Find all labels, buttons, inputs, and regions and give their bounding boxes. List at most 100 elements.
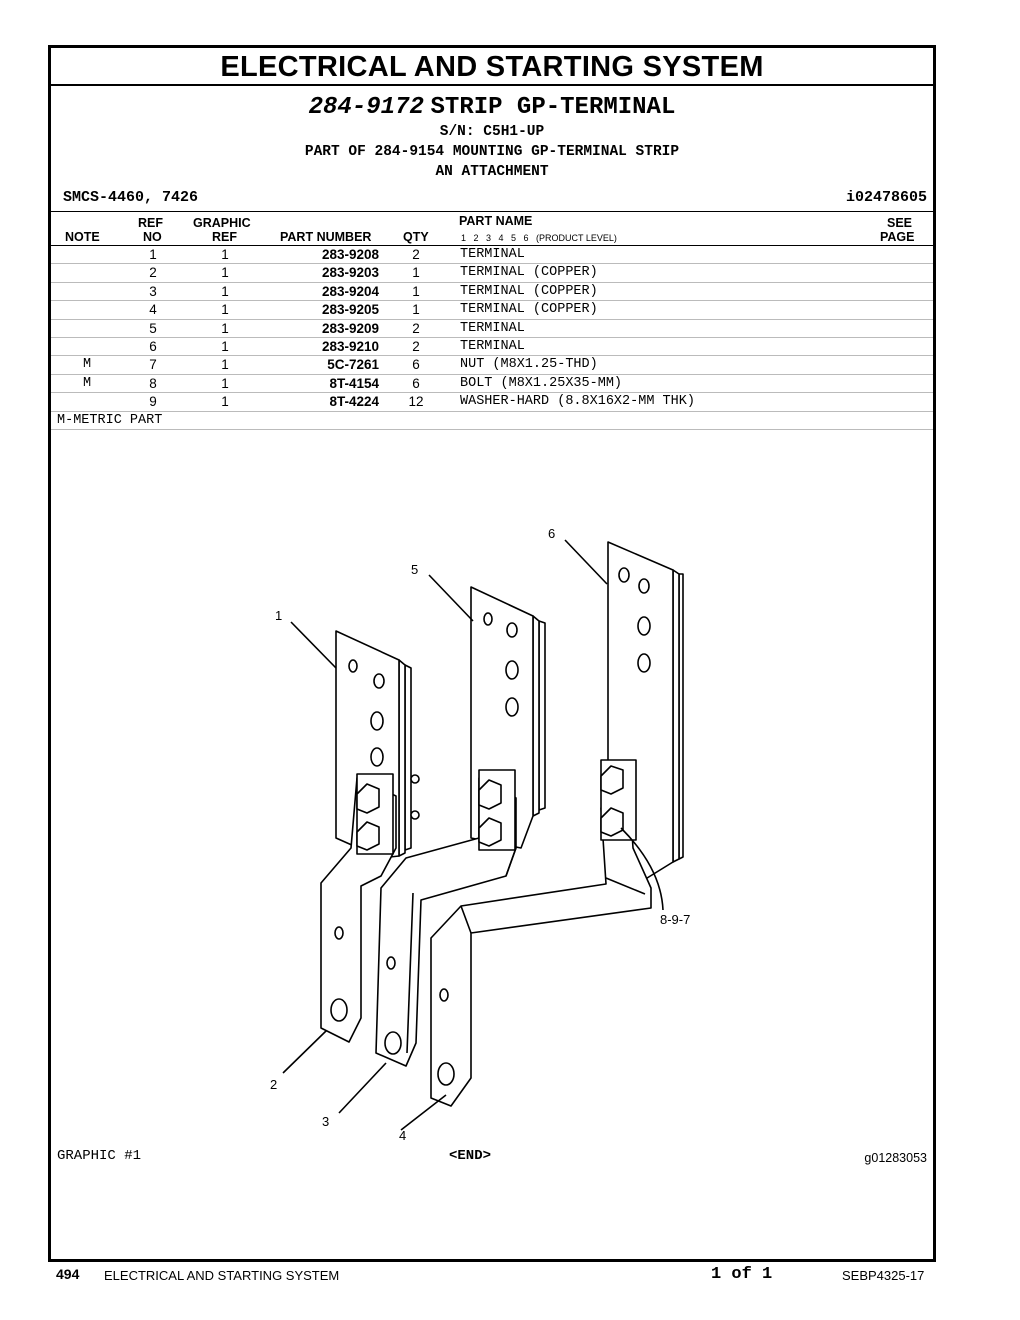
row-divider <box>51 263 933 265</box>
group-heading: 284-9172 STRIP GP-TERMINAL <box>51 92 933 121</box>
cell-part-number: 283-9203 <box>321 265 379 281</box>
row-divider <box>51 281 933 283</box>
cell-part-name: BOLT (M8X1.25X35-MM) <box>460 375 623 391</box>
cell-qty: 6 <box>412 357 420 373</box>
row-divider <box>51 337 933 338</box>
callout-3: 3 <box>322 1114 330 1129</box>
part-of-text: PART OF 284-9154 MOUNTING GP-TERMINAL ST… <box>304 144 680 160</box>
callout-1: 1 <box>275 608 283 623</box>
cell-part-number: 283-9209 <box>321 320 379 336</box>
table-top-rule <box>51 211 933 212</box>
terminal-3 <box>375 769 517 1067</box>
cell-ref-no: 2 <box>149 265 157 281</box>
cell-part-number: 283-9208 <box>321 247 379 262</box>
cell-qty: 6 <box>412 375 420 391</box>
cell-ref-no: 9 <box>149 394 157 410</box>
cell-part-name: TERMINAL <box>460 339 525 354</box>
cell-ref-no: 4 <box>149 302 157 318</box>
callout-5: 5 <box>411 562 419 577</box>
cell-part-number: 283-9204 <box>321 283 379 299</box>
cell-part-name: NUT (M8X1.25-THD) <box>460 357 598 373</box>
col-product-level: 1 2 3 4 5 6 (PRODUCT LEVEL) <box>461 233 617 243</box>
col-graphic-top: GRAPHIC <box>193 216 251 230</box>
page-of: 1 of 1 <box>711 1265 773 1284</box>
row-divider <box>51 429 933 430</box>
cell-graphic-ref: 1 <box>221 357 229 373</box>
cell-qty: 1 <box>412 283 420 299</box>
cell-ref-no: 3 <box>149 283 157 299</box>
cell-graphic-ref: 1 <box>221 394 229 410</box>
cell-ref-no: 5 <box>149 320 157 336</box>
row-divider <box>51 318 933 320</box>
cell-ref-no: 7 <box>149 357 157 373</box>
col-ref-top: REF <box>138 216 163 230</box>
cell-ref-no: 1 <box>149 247 157 262</box>
row-divider <box>51 355 933 357</box>
cell-graphic-ref: 1 <box>221 247 229 262</box>
page-number: 494 <box>56 1266 80 1282</box>
cell-part-name: TERMINAL (COPPER) <box>460 283 598 299</box>
cell-part-number: 283-9210 <box>321 339 379 354</box>
callout-leaders <box>282 539 664 1131</box>
row-divider <box>51 392 933 394</box>
cell-qty: 2 <box>412 320 420 336</box>
exploded-view-graphic <box>282 539 684 1131</box>
callout-8-9-7: 8-9-7 <box>660 912 691 927</box>
cell-qty: 2 <box>412 339 420 354</box>
cell-note: M <box>82 357 92 373</box>
col-see-top: SEE <box>887 216 913 230</box>
cell-qty: 12 <box>408 394 424 410</box>
cell-part-number: 8T-4224 <box>329 394 379 410</box>
row-divider <box>51 410 933 412</box>
callout-4: 4 <box>399 1128 407 1143</box>
callout-6: 6 <box>548 526 556 541</box>
cell-part-name: TERMINAL (COPPER) <box>460 302 598 318</box>
attachment-text: AN ATTACHMENT <box>435 164 549 180</box>
group-description: STRIP GP-TERMINAL <box>430 94 676 121</box>
cell-part-name: TERMINAL <box>460 320 525 336</box>
cell-graphic-ref: 1 <box>221 265 229 281</box>
cell-note: M <box>82 375 92 391</box>
illustration-id: i02478605 <box>845 189 927 206</box>
group-part-number: 284-9172 <box>308 94 424 121</box>
cell-graphic-ref: 1 <box>221 339 229 354</box>
page-frame: ELECTRICAL AND STARTING SYSTEM 284-9172 … <box>48 45 936 1262</box>
footer-section: ELECTRICAL AND STARTING SYSTEM <box>104 1268 340 1283</box>
serial-range: S/N: C5H1-UP <box>439 124 545 140</box>
cell-part-name: TERMINAL <box>460 247 525 262</box>
cell-part-name: WASHER-HARD (8.8X16X2-MM THK) <box>460 394 695 410</box>
terminal-2 <box>320 773 420 1043</box>
cell-part-number: 5C-7261 <box>327 357 379 373</box>
cell-graphic-ref: 1 <box>221 320 229 336</box>
page-title: ELECTRICAL AND STARTING SYSTEM <box>51 48 933 86</box>
cell-ref-no: 6 <box>149 339 157 354</box>
cell-part-number: 283-9205 <box>321 302 379 318</box>
row-divider <box>51 300 933 302</box>
cell-graphic-ref: 1 <box>221 375 229 391</box>
graphic-id: g01283053 <box>864 1151 927 1165</box>
cell-graphic-ref: 1 <box>221 283 229 299</box>
col-part-number: PART NUMBER <box>280 230 372 244</box>
col-qty: QTY <box>403 230 429 244</box>
col-see-bottom: PAGE <box>880 230 915 244</box>
document-number: SEBP4325-17 <box>842 1268 925 1283</box>
terminal-4 <box>430 759 652 1107</box>
col-note: NOTE <box>65 230 100 244</box>
callout-2: 2 <box>270 1077 278 1092</box>
col-part-name: PART NAME <box>459 214 533 228</box>
col-ref-bottom: NO <box>143 230 162 244</box>
header-bottom-rule <box>51 245 933 246</box>
row-divider <box>51 373 933 375</box>
smcs-code: SMCS-4460, 7426 <box>63 189 199 206</box>
end-marker: <END> <box>449 1148 492 1164</box>
cell-graphic-ref: 1 <box>221 302 229 318</box>
cell-qty: 1 <box>412 302 420 318</box>
metric-note: M-METRIC PART <box>57 412 163 428</box>
cell-ref-no: 8 <box>149 375 157 391</box>
graphic-label: GRAPHIC #1 <box>57 1148 142 1164</box>
cell-qty: 2 <box>412 247 420 262</box>
cell-part-number: 8T-4154 <box>329 375 379 391</box>
cell-qty: 1 <box>412 265 420 281</box>
col-graphic-bottom: REF <box>212 230 237 244</box>
cell-part-name: TERMINAL (COPPER) <box>460 265 598 281</box>
